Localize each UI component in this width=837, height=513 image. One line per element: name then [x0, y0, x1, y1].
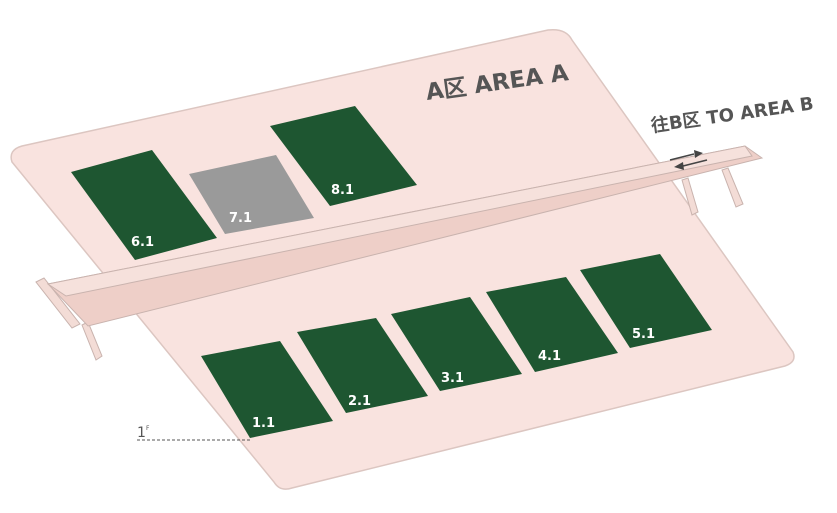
- hall-5-1-label: 5.1: [632, 327, 655, 342]
- hall-8-1[interactable]: 8.1: [270, 106, 417, 206]
- direction-label[interactable]: 往B区 TO AREA B: [650, 92, 815, 137]
- floor-superscript: F: [146, 425, 150, 432]
- walkway: [35, 145, 764, 361]
- hall-3-1[interactable]: 3.1: [391, 297, 522, 391]
- floor-marker: 1 F: [137, 425, 250, 441]
- hall-7-1[interactable]: 7.1: [189, 155, 314, 234]
- hall-6-1[interactable]: 6.1: [71, 150, 217, 260]
- area-a-ground: [10, 28, 795, 490]
- hall-6-1-label: 6.1: [131, 235, 154, 250]
- hall-3-1-label: 3.1: [441, 371, 464, 386]
- hall-7-1-label: 7.1: [229, 211, 252, 226]
- hall-8-1-label: 8.1: [331, 183, 354, 198]
- hall-2-1[interactable]: 2.1: [297, 318, 428, 413]
- hall-4-1[interactable]: 4.1: [486, 277, 618, 372]
- hall-4-1-label: 4.1: [538, 349, 561, 364]
- hall-5-1[interactable]: 5.1: [580, 254, 712, 348]
- hall-2-1-label: 2.1: [348, 394, 371, 409]
- hall-1-1-label: 1.1: [252, 416, 275, 431]
- double-arrow-icon: [669, 150, 708, 170]
- floor-number: 1: [137, 425, 146, 441]
- hall-1-1[interactable]: 1.1: [201, 341, 333, 438]
